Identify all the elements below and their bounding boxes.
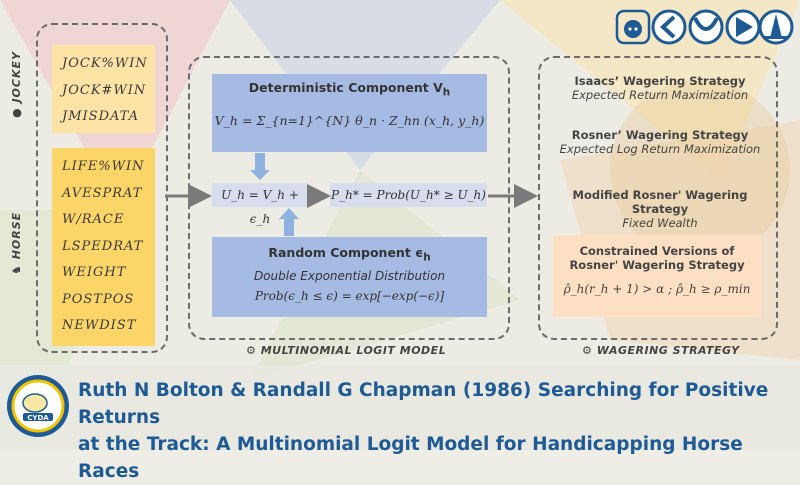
random-formula: Prob(ϵ_h ≤ ϵ) = exp[−exp(−ϵ)] <box>254 288 445 303</box>
horse-var: AVESPRAT <box>62 185 143 201</box>
title-line-1: Ruth N Bolton & Randall G Chapman (1986)… <box>78 380 769 428</box>
random-component-subtitle: Double Exponential Distribution <box>253 268 446 283</box>
deterministic-component-box: Deterministic Component Vh V_h = Σ_{n=1}… <box>212 74 487 152</box>
cyda-badge: CYDA <box>7 375 69 437</box>
horse-var: LIFE%WIN <box>62 159 145 174</box>
wagering-footer: ⚙ WAGERING STRATEGY <box>582 344 740 357</box>
choice-probability-equation: P_h* = Prob(U_h* ≥ U_h) <box>330 183 487 207</box>
jockey-label: ● JOCKEY <box>10 51 23 118</box>
horse-var: POSTPOS <box>62 291 135 307</box>
horse-var: W/RACE <box>62 212 125 227</box>
badge-text: CYDA <box>27 414 49 422</box>
jockey-var: JMISDATA <box>62 109 140 124</box>
horse-var: LSPEDRAT <box>62 238 144 254</box>
horse-label: ♞ HORSE <box>10 211 23 275</box>
pig-icon <box>615 9 651 45</box>
tower-icon <box>758 9 794 45</box>
jockey-var: JOCK%WIN <box>62 56 148 71</box>
random-component-title: Random Component ϵh <box>268 245 431 264</box>
deterministic-formula: V_h = Σ_{n=1}^{N} θ_n · Z_hn (x_h, y_h) <box>214 112 485 128</box>
strategy-rosner: Rosner’ Wagering Strategy Expected Log R… <box>559 128 761 156</box>
page-title: Ruth N Bolton & Randall G Chapman (1986)… <box>78 377 798 485</box>
play-arrow-icon <box>725 9 761 45</box>
random-component-box: Random Component ϵh Double Exponential D… <box>212 237 487 317</box>
utility-equation: U_h = V_h + ϵ_h <box>212 183 308 226</box>
title-line-2: at the Track: A Multinomial Logit Model … <box>78 434 743 482</box>
title-band <box>0 365 800 450</box>
constrained-strategy-box: Constrained Versions of Rosner' Wagering… <box>553 235 761 317</box>
gear-icon: ⚙ <box>582 344 593 357</box>
toolbar-icons <box>614 8 794 48</box>
input-variables-panel <box>36 23 168 353</box>
strategy-modified-rosner: Modified Rosner' Wagering Strategy Fixed… <box>572 188 748 230</box>
horse-var: WEIGHT <box>62 265 127 280</box>
constrained-title: Constrained Versions of <box>579 244 735 258</box>
horse-variables: LIFE%WIN AVESPRAT W/RACE LSPEDRAT WEIGHT… <box>52 148 155 346</box>
deterministic-component-title: Deterministic Component Vh <box>248 80 451 99</box>
person-icon: ● <box>10 107 23 118</box>
jockey-variables: JOCK%WIN JOCK#WIN JMISDATA <box>52 45 155 133</box>
strategy-isaacs: Isaacs’ Wagering Strategy Expected Retur… <box>571 74 749 102</box>
logit-model-footer: ⚙ MULTINOMIAL LOGIT MODEL <box>246 344 447 357</box>
gear-icon: ⚙ <box>246 344 257 357</box>
constrained-title-2: Rosner' Wagering Strategy <box>569 258 745 272</box>
horse-var: NEWDIST <box>62 318 137 333</box>
constrained-formula: ρ̂_h(r_h + 1) > α ; ρ̂_h ≥ ρ_min <box>563 282 751 296</box>
y-circle-icon <box>688 9 724 45</box>
chevron-left-icon <box>651 9 687 45</box>
wagering-strategy-panel <box>538 56 778 340</box>
horse-icon: ♞ <box>10 264 23 275</box>
jockey-var: JOCK#WIN <box>62 82 147 98</box>
